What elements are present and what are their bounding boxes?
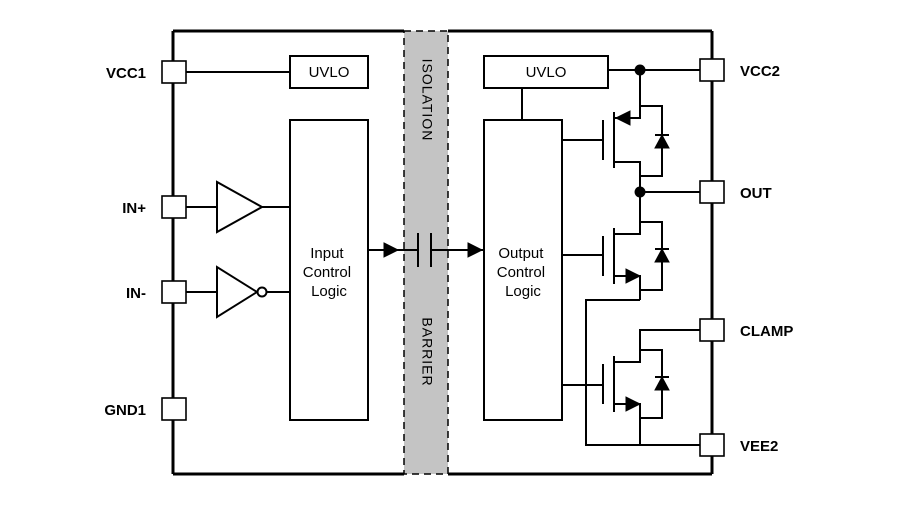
pin-in-plus: IN+: [122, 195, 187, 219]
pmos-pullup-transistor: [562, 70, 670, 192]
uvlo-right-label: UVLO: [526, 64, 567, 81]
pin-clamp-label: CLAMP: [740, 323, 793, 340]
pin-in-minus-label: IN-: [126, 285, 146, 302]
pin-gnd1-label: GND1: [104, 402, 146, 419]
output-logic-line-1: Output: [498, 245, 544, 262]
input-logic-line-1: Input: [310, 245, 344, 262]
output-logic-line-2: Control: [497, 264, 545, 281]
input-logic-line-3: Logic: [311, 283, 347, 300]
pin-gnd1: GND1: [104, 397, 187, 421]
output-logic-block: Output Control Logic: [483, 119, 563, 421]
isolation-barrier: ISOLATION BARRIER: [403, 30, 449, 475]
vcc2-junction-dot: [634, 64, 646, 76]
input-logic-label: Input Control Logic: [303, 245, 356, 300]
output-logic-line-3: Logic: [505, 283, 541, 300]
pin-vcc1: VCC1: [106, 60, 187, 84]
uvlo-left-label: UVLO: [309, 64, 350, 81]
pin-vcc1-label: VCC1: [106, 65, 146, 82]
pin-vee2-label: VEE2: [740, 438, 778, 455]
uvlo-left-block: UVLO: [289, 55, 369, 89]
nmos-clamp-transistor: [562, 329, 700, 445]
pin-vee2: VEE2: [699, 433, 778, 457]
output-logic-label: Output Control Logic: [497, 245, 550, 300]
barrier-label-top: ISOLATION: [419, 59, 435, 142]
pin-in-plus-label: IN+: [122, 200, 146, 217]
pin-out-label: OUT: [740, 185, 772, 202]
barrier-label-bottom: BARRIER: [419, 317, 435, 386]
pin-out: OUT: [699, 180, 772, 204]
input-logic-line-2: Control: [303, 264, 351, 281]
in-minus-inverter: [186, 265, 290, 319]
pin-vcc2: VCC2: [699, 58, 780, 82]
pin-vcc2-label: VCC2: [740, 63, 780, 80]
input-logic-block: Input Control Logic: [289, 119, 369, 421]
pin-clamp: CLAMP: [699, 318, 793, 342]
uvlo-right-block: UVLO: [483, 55, 609, 89]
isolation-capacitor: [368, 233, 484, 267]
pin-in-minus: IN-: [126, 280, 187, 304]
in-plus-buffer: [186, 180, 290, 234]
nmos-pulldown-transistor: [562, 192, 670, 300]
